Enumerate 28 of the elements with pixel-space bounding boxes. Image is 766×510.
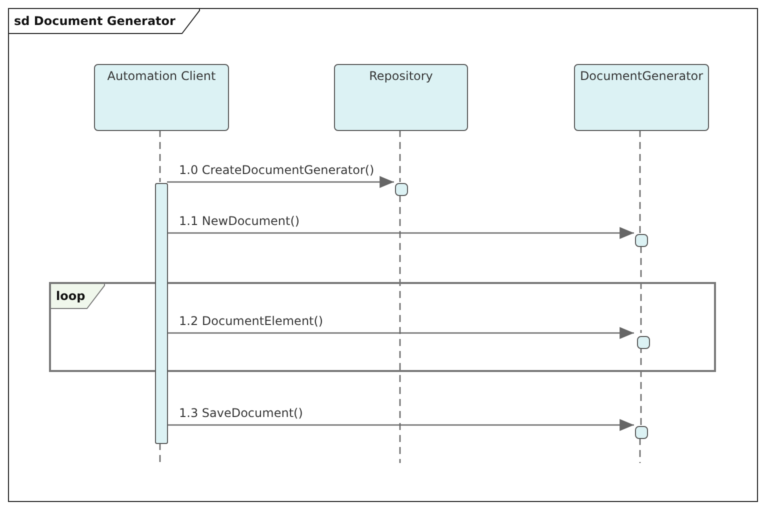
message-label: 1.1 NewDocument(): [177, 214, 302, 228]
lifeline-head-box: [334, 64, 468, 131]
message-arrow: [167, 327, 634, 339]
lifeline-head-box: [94, 64, 229, 131]
activation-bar: [155, 183, 168, 444]
lifeline-name: Repository: [368, 69, 434, 83]
activation-box: [635, 426, 648, 439]
message-arrow: [167, 176, 394, 188]
message-label: 1.2 DocumentElement(): [177, 314, 326, 328]
lifeline: [159, 130, 161, 182]
frame-title-tab: sd Document Generator: [8, 8, 200, 34]
activation-box: [635, 234, 648, 247]
diagram-frame: [8, 8, 758, 502]
lifeline-head-box: [574, 64, 709, 131]
lifeline: [399, 130, 401, 182]
lifeline-name: Automation Client: [106, 69, 217, 83]
message-label: 1.3 SaveDocument(): [177, 406, 305, 420]
lifeline: [640, 346, 642, 425]
loop-fragment: [49, 282, 716, 372]
activation-box: [395, 183, 408, 196]
lifeline: [639, 130, 641, 233]
activation-box: [637, 336, 650, 349]
message-arrow: [167, 227, 634, 239]
lifeline: [640, 246, 642, 333]
lifeline-name: DocumentGenerator: [578, 69, 704, 83]
fragment-operator-tab: loop: [50, 283, 105, 309]
message-label: 1.0 CreateDocumentGenerator(): [177, 163, 376, 177]
message-arrow: [167, 419, 634, 431]
